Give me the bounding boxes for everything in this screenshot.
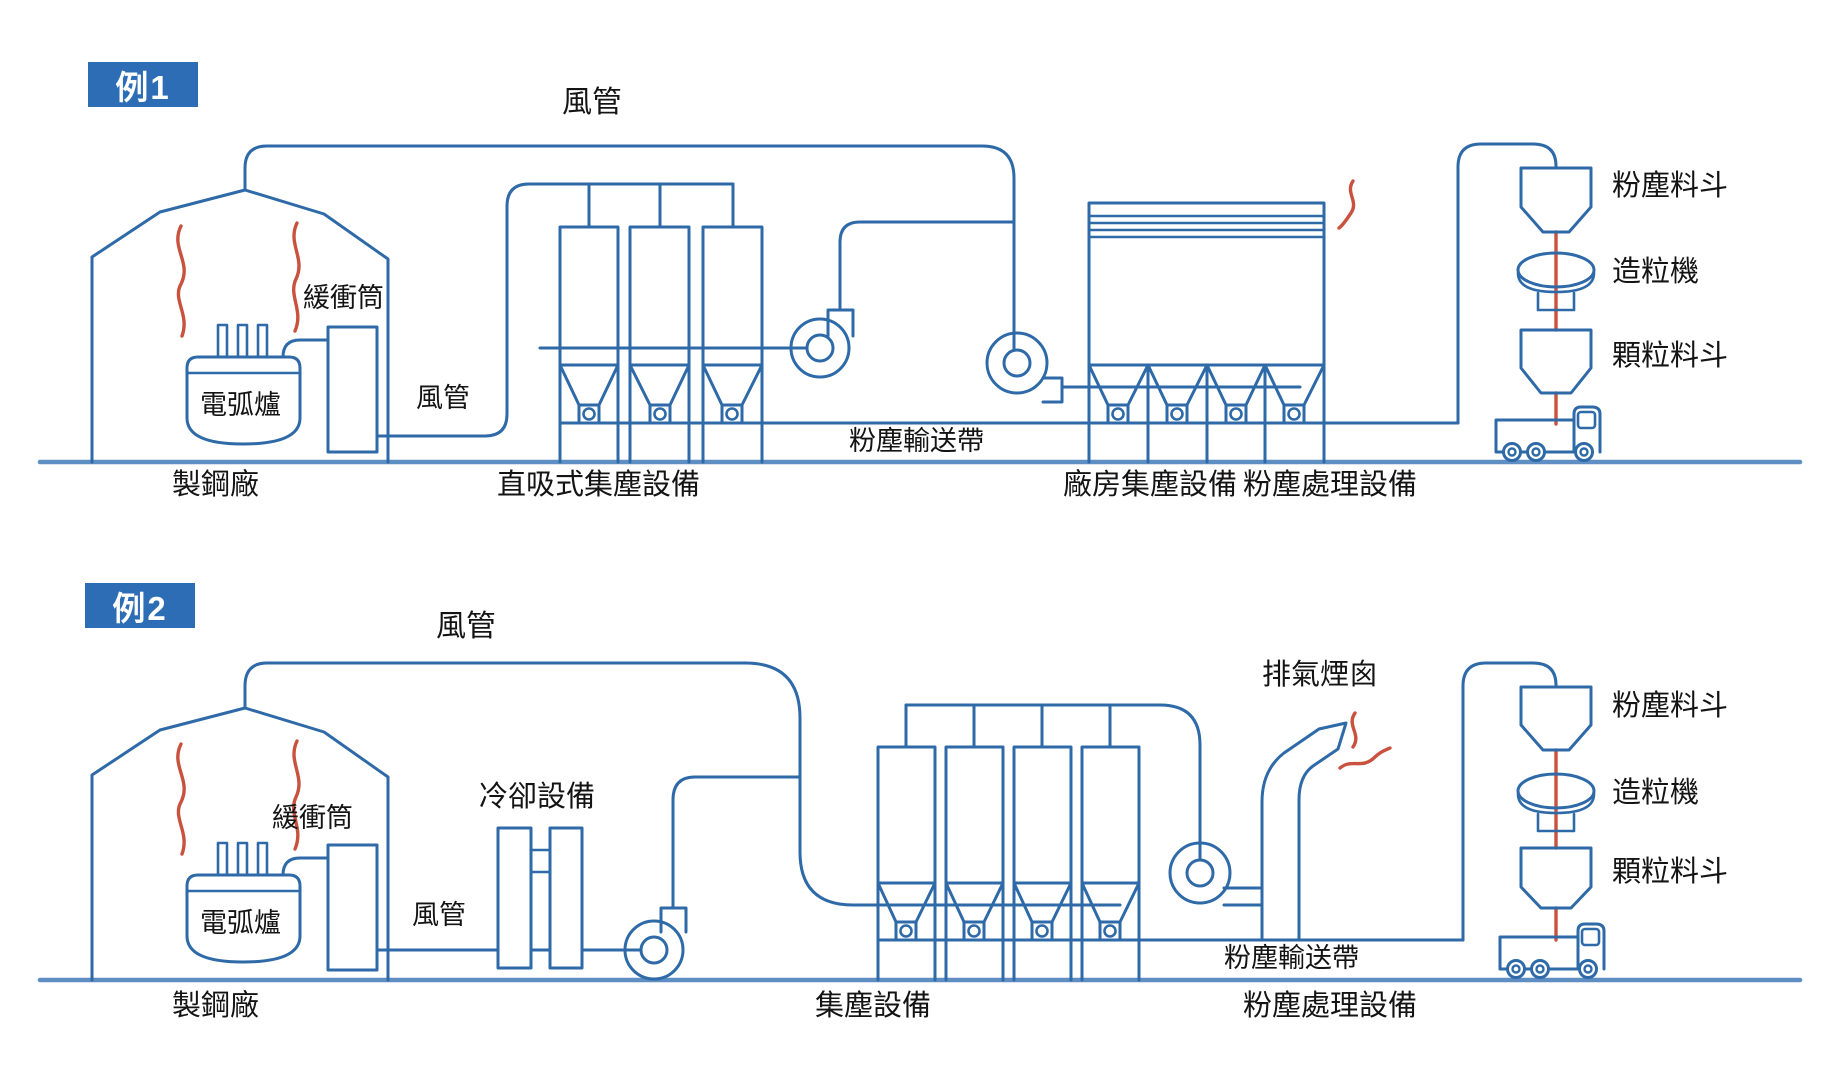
label-dust-treatment-2: 粉塵處理設備 bbox=[1243, 990, 1418, 1022]
granule-hopper-shape bbox=[1519, 846, 1593, 910]
conveyor-riser-1 bbox=[1456, 142, 1558, 425]
label-duct-lower-2: 風管 bbox=[412, 900, 466, 930]
label-dust-collector-2: 集塵設備 bbox=[815, 990, 932, 1022]
buffer-cylinder-1 bbox=[326, 325, 379, 454]
label-duct-top-1: 風管 bbox=[562, 86, 622, 119]
heat-wave-icon bbox=[292, 739, 301, 851]
label-buffer-2: 緩衝筒 bbox=[272, 803, 353, 833]
fan-2-icon bbox=[1168, 841, 1264, 907]
factory-roof-right-1 bbox=[243, 188, 390, 464]
roof-duct-2 bbox=[243, 661, 1122, 907]
conveyor-riser-2 bbox=[1461, 661, 1558, 942]
label-dust-hopper-2: 粉塵料斗 bbox=[1612, 690, 1729, 722]
buffer-duct-1 bbox=[375, 182, 735, 438]
smoke-wave-icon bbox=[1350, 711, 1358, 749]
label-conveyor-1: 粉塵輸送帶 bbox=[849, 426, 984, 456]
dust-hopper-shape bbox=[1519, 685, 1593, 752]
label-buffer-1: 緩衝筒 bbox=[303, 283, 384, 313]
dust-treatment-2 bbox=[1498, 685, 1606, 979]
granulator-pan bbox=[1516, 772, 1596, 810]
label-duct-top-2: 風管 bbox=[436, 610, 496, 643]
arc-furnace-2 bbox=[185, 841, 330, 964]
label-building-collector-1: 廠房集塵設備 bbox=[1063, 469, 1238, 501]
label-steel-plant-1: 製鋼廠 bbox=[172, 469, 260, 501]
manifold-2 bbox=[904, 703, 1202, 862]
label-exhaust-chimney: 排氣煙囪 bbox=[1262, 659, 1379, 691]
factory-roof-right-2 bbox=[243, 706, 390, 982]
cooling-equipment bbox=[496, 826, 584, 970]
label-dust-hopper-1: 粉塵料斗 bbox=[1612, 170, 1729, 202]
example1-drawing bbox=[37, 142, 1803, 465]
label-duct-lower-1: 風管 bbox=[416, 383, 470, 413]
heat-wave-icon bbox=[1337, 179, 1356, 230]
factory-roof-left-2 bbox=[90, 706, 247, 982]
arc-furnace-1 bbox=[185, 323, 330, 446]
dust-treatment-1 bbox=[1494, 166, 1602, 462]
fan-2-icon bbox=[985, 331, 1302, 404]
example1-badge: 例1 bbox=[88, 62, 198, 107]
example2-badge: 例2 bbox=[85, 583, 195, 628]
truck-icon bbox=[1498, 922, 1606, 979]
example2-drawing bbox=[37, 661, 1803, 983]
granule-hopper-shape bbox=[1519, 328, 1593, 395]
fan-1-icon bbox=[623, 775, 802, 981]
smoke-wave-icon bbox=[1338, 746, 1392, 770]
truck-icon bbox=[1494, 405, 1602, 462]
label-granulator-1: 造粒機 bbox=[1612, 256, 1700, 288]
heat-wave-icon bbox=[292, 221, 301, 333]
label-dust-treatment-1: 粉塵處理設備 bbox=[1243, 469, 1418, 501]
dust-collector-2 bbox=[876, 703, 1202, 982]
direct-suction-collector bbox=[538, 225, 809, 464]
label-granulator-2: 造粒機 bbox=[1612, 777, 1700, 809]
label-conveyor-2: 粉塵輸送帶 bbox=[1224, 943, 1359, 973]
heat-wave-icon bbox=[176, 742, 186, 856]
fan-1-icon bbox=[789, 220, 1016, 379]
label-cooling-equipment: 冷卻設備 bbox=[479, 781, 596, 813]
manifold-stubs-1 bbox=[587, 182, 735, 229]
dust-hopper-shape bbox=[1519, 166, 1593, 234]
label-direct-collector-1: 直吸式集塵設備 bbox=[497, 469, 701, 501]
heat-wave-icon bbox=[176, 224, 186, 338]
label-arc-furnace-1: 電弧爐 bbox=[200, 390, 281, 420]
factory-roof-left-1 bbox=[90, 188, 247, 464]
buffer-cylinder-2 bbox=[326, 843, 379, 972]
label-granule-hopper-1: 顆粒料斗 bbox=[1612, 340, 1729, 372]
label-steel-plant-2: 製鋼廠 bbox=[172, 990, 260, 1022]
exhaust-chimney-shape bbox=[1260, 721, 1348, 940]
roof-duct-1 bbox=[243, 144, 1016, 352]
label-arc-furnace-2: 電弧爐 bbox=[200, 908, 281, 938]
granulator-pan bbox=[1516, 251, 1596, 289]
label-granule-hopper-2: 顆粒料斗 bbox=[1612, 856, 1729, 888]
